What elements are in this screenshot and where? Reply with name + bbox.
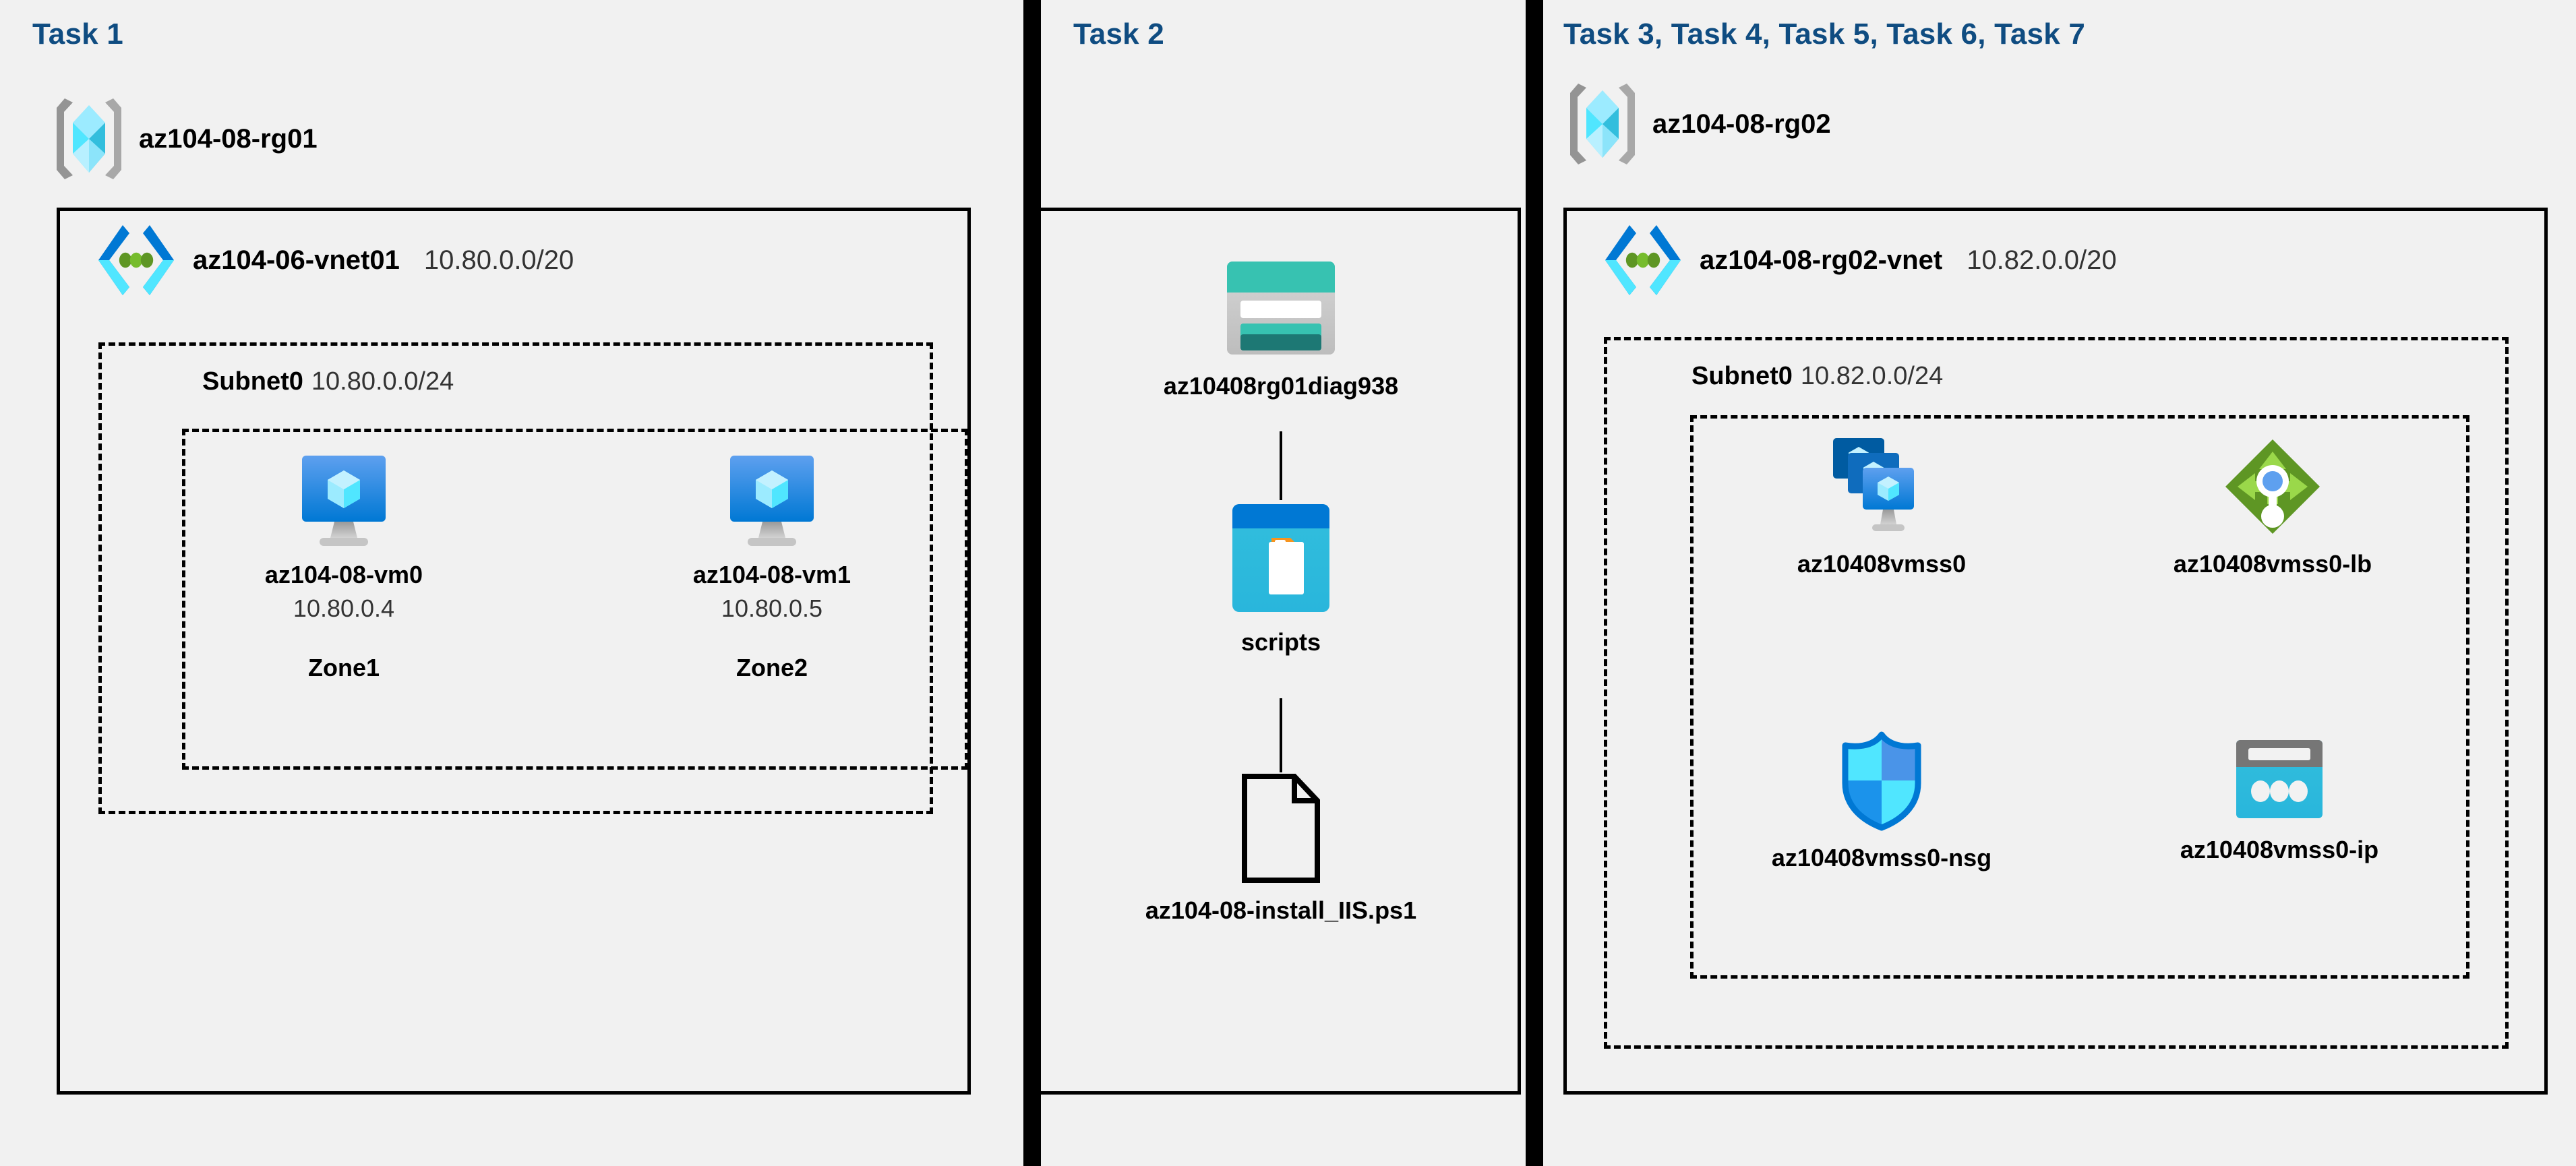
public-ip-node[interactable]: az10408vmss0-ip [2124,735,2434,864]
vmss-name: az10408vmss0 [1797,550,1967,578]
task-2-heading: Task 2 [1073,18,1164,51]
blob-container-name: scripts [1240,628,1321,656]
vnet-box-az104-08-rg02-vnet [1563,208,2548,1095]
subnet-cidr: 10.80.0.0/24 [311,367,454,396]
file-name: az104-08-install_IIS.ps1 [1145,896,1417,924]
resource-group-name: az104-08-rg02 [1652,109,1831,139]
nsg-name: az10408vmss0-nsg [1771,844,1992,871]
connector-container-to-file [1280,698,1282,772]
storage-account-name: az10408rg01diag938 [1163,372,1399,400]
vnet-name: az104-06-vnet01 [193,245,400,275]
panel-task-3-7: Task 3, Task 4, Task 5, Task 6, Task 7 a… [1543,0,2576,1166]
vm-ip: 10.80.0.5 [721,594,823,622]
load-balancer-node[interactable]: az10408vmss0-lb [2111,435,2434,578]
resource-group-name: az104-08-rg01 [139,123,318,154]
file-icon [1239,772,1323,884]
panel-separator-2 [1526,0,1543,1166]
load-balancer-icon [2221,435,2324,538]
vm-ip: 10.80.0.4 [293,594,395,622]
vm-zone: Zone1 [307,654,380,681]
subnet-label: Subnet0 10.80.0.0/24 [202,367,454,396]
virtual-machine-icon [725,453,819,549]
panel-task-1: Task 1 az104-08-rg01 [0,0,1023,1166]
vnet-box-az104-06-vnet01 [57,208,971,1095]
virtual-machine-icon [297,453,391,549]
subnet-name: Subnet0 [202,367,303,396]
subnet-box-subnet0 [98,342,933,814]
vm-node-az104-08-vm1[interactable]: az104-08-vm1 10.80.0.5 Zone2 [651,453,893,682]
virtual-network-icon [1601,222,1685,298]
resource-group-icon [1567,80,1638,168]
storage-account-node[interactable]: az10408rg01diag938 [1160,256,1402,400]
vm-name: az104-08-vm1 [692,561,851,588]
storage-account-icon [1222,256,1340,360]
subnet-name: Subnet0 [1691,362,1793,390]
resource-group-header-rg01: az104-08-rg01 [54,94,318,183]
load-balancer-name: az10408vmss0-lb [2173,550,2372,578]
file-node[interactable]: az104-08-install_IIS.ps1 [1119,772,1443,925]
vnet-cidr: 10.80.0.0/20 [423,245,574,275]
availability-zone-group-box [182,429,968,770]
vmss-resources-group-box [1690,415,2469,979]
vm-name: az104-08-vm0 [264,561,423,588]
vm-node-az104-08-vm0[interactable]: az104-08-vm0 10.80.0.4 Zone1 [222,453,465,682]
blob-container-icon [1228,500,1334,616]
task-3-to-7-heading: Task 3, Task 4, Task 5, Task 6, Task 7 [1563,18,2085,51]
network-security-group-icon [1834,729,1929,832]
vnet-header-az104-06-vnet01: az104-06-vnet01 10.80.0.0/20 [94,222,574,298]
nsg-node[interactable]: az10408vmss0-nsg [1733,729,2030,872]
public-ip-address-icon [2231,735,2328,824]
panel-separator-1 [1023,0,1041,1166]
resource-group-icon [54,94,124,183]
vnet-header-az104-08-rg02-vnet: az104-08-rg02-vnet 10.82.0.0/20 [1601,222,2117,298]
task-1-heading: Task 1 [32,18,123,51]
panel-task-2: Task 2 az10408rg01diag [1041,0,1526,1166]
vnet-name: az104-08-rg02-vnet [1700,245,1943,275]
subnet-cidr: 10.82.0.0/24 [1800,362,1944,390]
task2-container-box [1041,208,1521,1095]
resource-group-header-rg02: az104-08-rg02 [1567,80,1831,168]
vm-scale-set-icon [1825,435,1938,538]
vnet-cidr: 10.82.0.0/20 [1967,245,2117,275]
vm-zone: Zone2 [736,654,808,681]
blob-container-node[interactable]: scripts [1160,500,1402,656]
public-ip-name: az10408vmss0-ip [2180,836,2379,863]
vmss-node[interactable]: az10408vmss0 [1733,435,2030,578]
subnet-box-subnet0 [1604,337,2509,1049]
connector-storage-to-container [1280,431,1282,500]
virtual-network-icon [94,222,178,298]
